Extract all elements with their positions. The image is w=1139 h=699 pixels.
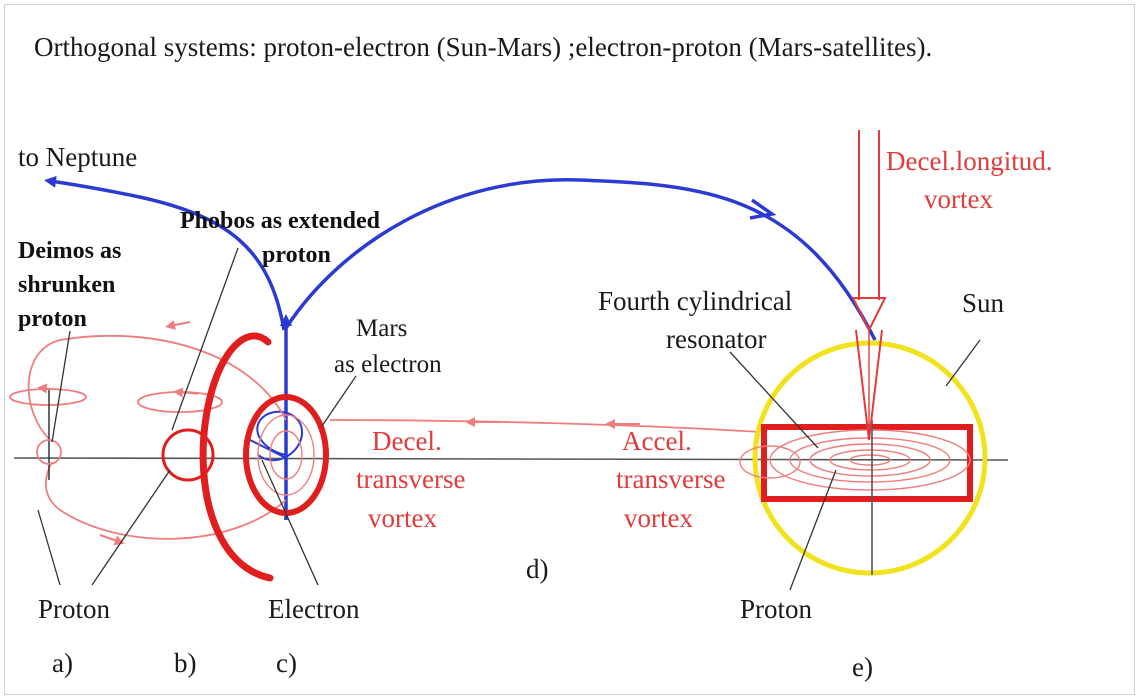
blue-arc-arrowhead — [749, 198, 777, 220]
label-deimos-line1: Deimos as — [18, 238, 121, 264]
label-accel-transverse-2: transverse — [616, 464, 725, 494]
long-vortex-arrow — [851, 297, 887, 333]
blue-inner-spiral — [256, 410, 304, 462]
blue-curve-to-neptune — [44, 175, 286, 331]
label-b: b) — [174, 648, 197, 678]
label-accel-transverse-3: vortex — [624, 503, 693, 533]
label-d: d) — [526, 554, 549, 584]
pointer-sun — [945, 339, 981, 387]
label-decel-longitud-2: vortex — [924, 184, 993, 214]
blue-spiral-line — [249, 439, 287, 459]
label-e: e) — [852, 652, 873, 682]
label-fourth-line1: Fourth cylindrical — [598, 286, 792, 316]
label-decel-longitud-1: Decel.longitud. — [886, 146, 1052, 176]
figure-frame — [4, 4, 1135, 695]
phobos-circle — [161, 428, 215, 482]
label-sun: Sun — [962, 288, 1005, 318]
label-phobos-line1: Phobos as extended — [180, 208, 381, 234]
red-outer-loop-top — [27, 334, 287, 441]
blue-arc-mars-to-sun — [284, 178, 877, 341]
pointer-proton-right — [789, 469, 837, 591]
mars-inner-ring-1 — [257, 414, 315, 496]
pointer-resonator — [729, 351, 819, 449]
label-a: a) — [52, 648, 73, 678]
resonator-ring-outer — [739, 445, 801, 479]
red-small-vortex-arrow-2 — [173, 387, 199, 398]
label-phobos-line2: proton — [262, 242, 331, 268]
resonator-ring-4 — [829, 449, 911, 471]
red-lower-loop-arrow — [99, 534, 125, 546]
label-deimos-line2: shrunken — [18, 272, 115, 298]
label-mars-line1: Mars — [356, 315, 407, 342]
label-fourth-line2: resonator — [666, 324, 766, 354]
sun-circle — [752, 340, 988, 576]
label-decel-transverse-3: vortex — [368, 503, 437, 533]
red-small-vortex-arrow — [37, 383, 63, 394]
label-decel-transverse-2: transverse — [356, 464, 465, 494]
red-thick-curve — [199, 332, 274, 582]
label-to-neptune: to Neptune — [18, 142, 137, 172]
pointer-proton-left-b — [91, 469, 171, 586]
label-mars-line2: as electron — [334, 351, 442, 378]
label-electron: Electron — [268, 594, 360, 624]
red-outer-loop-arrow — [165, 320, 191, 330]
page-title: Orthogonal systems: proton-electron (Sun… — [34, 32, 932, 62]
pointer-mars — [321, 375, 357, 427]
label-proton-left: Proton — [38, 594, 111, 624]
red-transverse-line — [329, 419, 761, 433]
pointer-deimos — [51, 330, 71, 443]
pointer-phobos — [171, 247, 239, 431]
deimos-circle — [36, 439, 62, 465]
resonator-ring-3 — [809, 443, 931, 477]
horizontal-axis — [13, 457, 1009, 461]
red-small-vortex-left — [9, 388, 87, 406]
label-proton-right: Proton — [740, 594, 813, 624]
label-accel-transverse-1: Accel. — [622, 426, 692, 456]
label-deimos-line3: proton — [18, 306, 87, 332]
red-outer-loop-bottom — [44, 461, 287, 540]
pointer-electron — [261, 459, 319, 586]
label-decel-transverse-1: Decel. — [372, 426, 442, 456]
resonator-ring-5 — [849, 454, 891, 466]
mars-inner-ring-2 — [269, 430, 303, 480]
label-c: c) — [276, 648, 297, 678]
pointer-proton-left-a — [37, 509, 61, 586]
